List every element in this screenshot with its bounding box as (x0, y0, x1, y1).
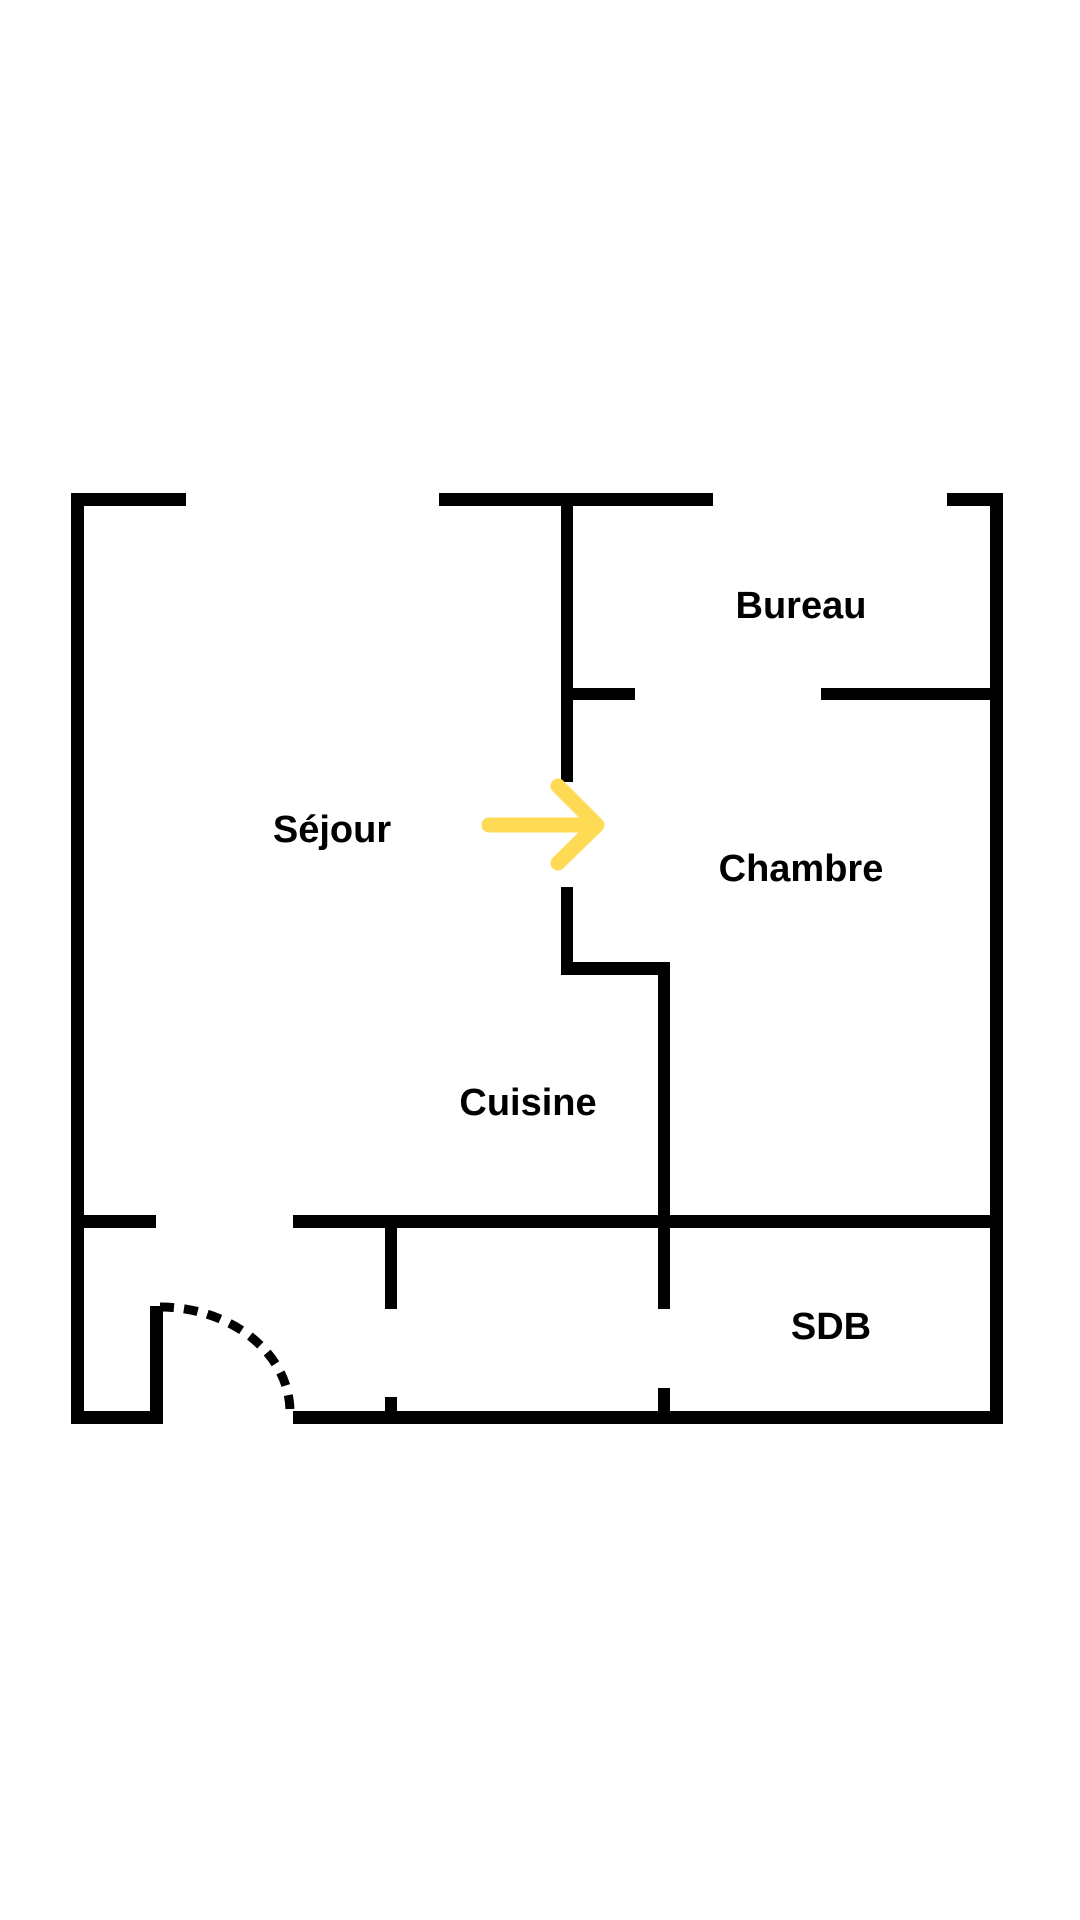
wall-top-middle (439, 493, 713, 506)
wall-corridor-left (71, 1215, 156, 1228)
door-swing-arc (159, 1302, 295, 1413)
arrow-icon (481, 778, 605, 871)
wall-bureau-chambre-right (821, 688, 1003, 700)
wall-right (990, 493, 1003, 1424)
wall-cuisine-corner (561, 962, 670, 975)
wall-top-right (947, 493, 1003, 506)
wall-sejour-bureau (561, 493, 573, 782)
wall-cuisine-chambre (658, 962, 670, 1309)
wall-left (71, 493, 84, 1424)
wall-sejour-chambre-lower (561, 887, 573, 975)
room-label-chambre: Chambre (719, 848, 884, 890)
wall-bureau-stub-left (561, 688, 635, 700)
wall-entry-jamb (150, 1306, 163, 1424)
room-label-bureau: Bureau (736, 585, 867, 627)
wall-top-left (71, 493, 186, 506)
wall-corridor-divider (385, 1215, 397, 1309)
walls (71, 493, 1003, 1424)
wall-bottom-left (71, 1411, 163, 1424)
room-label-sdb: SDB (791, 1306, 871, 1348)
wall-corridor-right (293, 1215, 1003, 1228)
wall-bottom-right (293, 1411, 1003, 1424)
wall-stub-1 (385, 1397, 397, 1417)
room-label-cuisine: Cuisine (459, 1082, 596, 1124)
wall-stub-2 (658, 1388, 670, 1416)
room-label-sejour: Séjour (273, 809, 391, 851)
